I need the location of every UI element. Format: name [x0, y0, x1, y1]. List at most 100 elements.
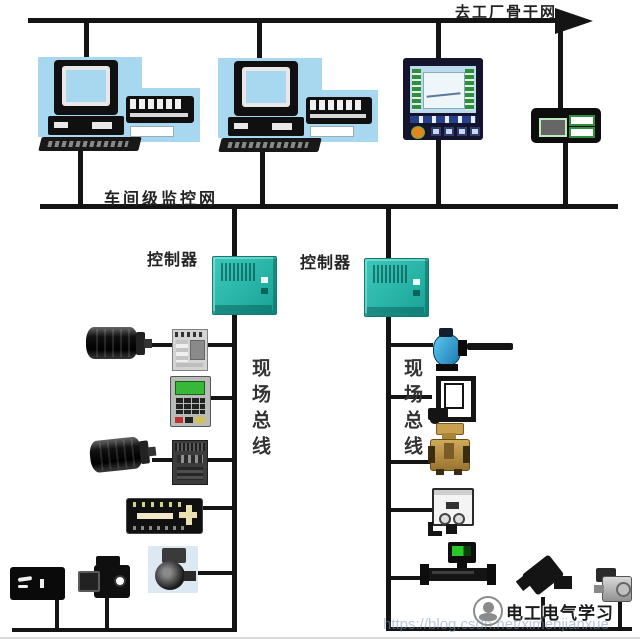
- hmi-menu-bar: [410, 116, 476, 123]
- keypad-key: [185, 417, 193, 423]
- angle-valve-icon: [515, 554, 576, 602]
- drive-heatsink: [175, 443, 205, 451]
- ws2-downlink-line: [260, 151, 265, 207]
- pump-face: [616, 582, 631, 597]
- io-bottom-marks: [133, 526, 185, 530]
- encoder-camera-icon: [78, 556, 132, 601]
- pump-body: [155, 561, 185, 590]
- actuator-cap: [439, 328, 453, 337]
- valve-stem: [430, 416, 440, 424]
- stub-gear-pump: [192, 571, 232, 575]
- small-pump-icon: [592, 568, 636, 602]
- ws1-downlink-line: [78, 149, 83, 207]
- printer2-label-strip: [310, 126, 354, 137]
- workstation1-system-unit: [48, 116, 124, 135]
- meter-neck: [457, 562, 467, 570]
- valve-connector: [554, 576, 572, 589]
- rio-terminal-bar: [569, 127, 595, 138]
- valve-flange-right: [463, 446, 470, 463]
- logo-figure: [483, 602, 494, 613]
- backbone-network-line: [28, 18, 558, 23]
- ws2-uplink-line: [257, 21, 262, 59]
- drive-slot: [272, 123, 292, 130]
- key-row: [47, 141, 129, 147]
- workshop-network-label: 车间级监控网: [104, 191, 219, 208]
- workshop-network-line: [40, 204, 618, 209]
- controller-vents: [373, 265, 407, 283]
- transmitter-bracket: [428, 531, 442, 536]
- ws1-uplink-line: [84, 21, 89, 61]
- keypad-red-key: [175, 417, 183, 423]
- transmitter-top-strip: [434, 490, 472, 495]
- controller-base: [215, 305, 272, 311]
- camera-lens: [78, 571, 100, 592]
- hmi-table-right: [465, 69, 474, 110]
- logo-base: [479, 613, 497, 621]
- wechat-account-logo-icon: [473, 596, 503, 626]
- controller-port: [413, 290, 420, 296]
- motor-body: [86, 327, 138, 359]
- brass-control-valve-icon: [428, 423, 470, 477]
- actuator-rod: [467, 343, 513, 350]
- printer-rollers: [130, 99, 184, 109]
- stub-transmitter: [391, 508, 432, 512]
- motor-ribs: [90, 329, 134, 357]
- box-marking: [17, 576, 33, 582]
- valve-frame-inner: [444, 383, 464, 409]
- servo-motor1-icon: [86, 325, 152, 361]
- drive-slots: [177, 467, 203, 480]
- junction-box-icon: [10, 567, 65, 600]
- keypad-yellow-key: [195, 417, 205, 423]
- transmitter-display: [446, 502, 459, 509]
- workstation2-keyboard: [218, 138, 322, 152]
- drive-panel: [190, 340, 205, 360]
- workstation2-system-unit: [228, 117, 304, 136]
- pipe-flange-left: [420, 564, 429, 585]
- fieldbus-left-line: [232, 309, 237, 632]
- motor-cap: [136, 332, 145, 355]
- drive-slot: [234, 123, 248, 129]
- pump-motor-head: [162, 548, 186, 563]
- io-connector: [179, 512, 197, 518]
- keypad-keys: [175, 397, 205, 414]
- valve-leg: [436, 469, 444, 475]
- controller-port: [261, 288, 268, 294]
- keypad-screen: [175, 381, 205, 395]
- printer1-icon: [126, 96, 194, 123]
- pressure-transmitter-icon: [428, 486, 474, 536]
- motor-shaft: [144, 339, 152, 348]
- actuator-flange: [458, 340, 467, 356]
- hmi-table-left: [412, 69, 421, 110]
- left-bottom-branch-line: [12, 628, 236, 632]
- stub-keypad: [207, 396, 232, 400]
- bottom-border-line: [0, 637, 640, 639]
- hmi-function-key: [431, 127, 441, 136]
- pipe-flange-right: [487, 564, 496, 585]
- small-pump-drop-line: [618, 599, 622, 627]
- workstation1-screen: [62, 66, 110, 106]
- stub-frame-valve: [391, 395, 432, 399]
- transmitter-knob: [439, 513, 451, 525]
- servo-motor2-icon: [88, 433, 157, 476]
- transmitter-bracket: [428, 522, 433, 536]
- plc-controller-right-icon: [364, 258, 429, 317]
- drive-terminals: [177, 455, 203, 463]
- hmi-function-key: [470, 127, 480, 136]
- controller-left-label: 控制器: [147, 252, 199, 269]
- controller-right-drop-line: [386, 208, 391, 260]
- io-top-marks: [133, 502, 185, 507]
- meter-pipe: [420, 568, 496, 581]
- printer1-label-strip: [130, 126, 174, 137]
- transmitter-foot: [446, 524, 457, 534]
- controller-right-label: 控制器: [300, 255, 352, 272]
- fieldbus-right-label: 现场总线: [401, 358, 422, 462]
- right-bottom-branch-line: [388, 627, 632, 631]
- pump-outlet: [594, 585, 604, 593]
- valve-neck: [442, 433, 456, 439]
- frame-valve-icon: [428, 374, 476, 424]
- plc-controller-left-icon: [212, 256, 277, 315]
- printer-bar: [310, 114, 366, 118]
- drive-slots: [176, 340, 188, 362]
- angle-valve-drop-line: [541, 597, 545, 627]
- stub-blue-actuator: [391, 343, 433, 347]
